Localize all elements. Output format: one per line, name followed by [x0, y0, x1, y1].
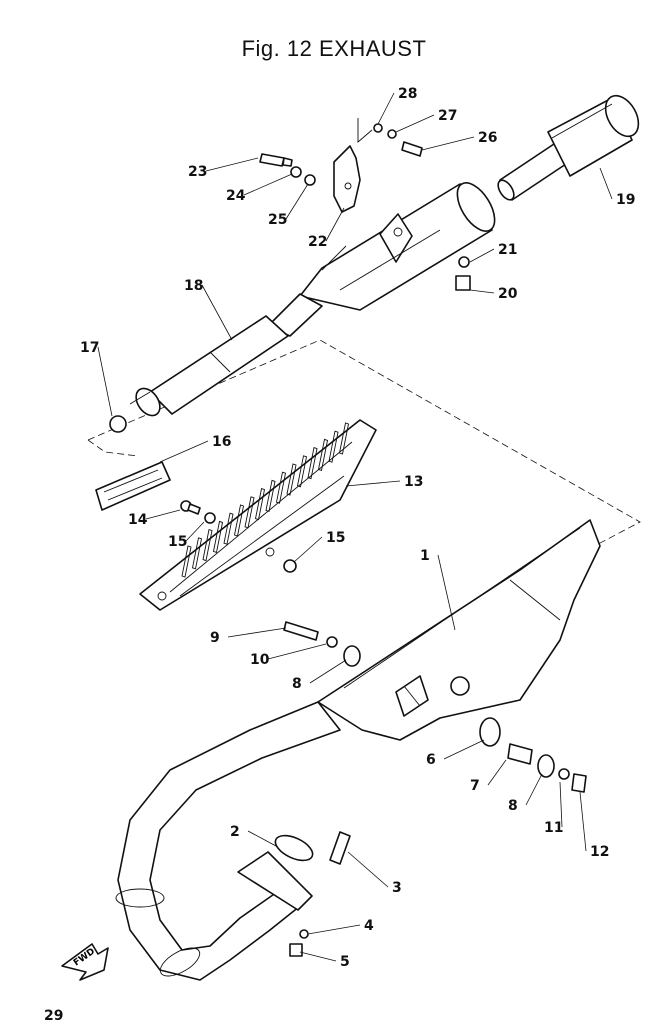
- muffler-18: [129, 182, 496, 417]
- callout-leader-21: [469, 248, 495, 263]
- callout-leader-8: [309, 659, 347, 684]
- heat-shield-slot: [296, 455, 308, 488]
- callout-number-5: 5: [340, 954, 350, 970]
- callout-leader-7: [487, 759, 507, 786]
- label-plate-16: [95, 461, 171, 511]
- callout-number-23: 23: [188, 164, 207, 180]
- callout-number-11: 11: [544, 820, 563, 836]
- heat-shield-slot: [275, 471, 287, 504]
- callout-number-18: 18: [184, 278, 203, 294]
- callout-number-8: 8: [508, 798, 518, 814]
- expansion-chamber-1: [317, 519, 601, 741]
- heat-shield-slot: [212, 520, 224, 553]
- callout-number-19: 19: [616, 192, 635, 208]
- callout-number-14: 14: [128, 512, 148, 528]
- tail-pipe-19: [497, 94, 640, 201]
- head-pipe: [115, 701, 341, 981]
- heat-shield-slot: [233, 504, 245, 537]
- bracket-22: [333, 118, 373, 213]
- heat-shield-slot: [286, 463, 297, 496]
- callout-leaders: [97, 92, 613, 962]
- callout-number-6: 6: [426, 752, 436, 768]
- callout-leader-5: [299, 951, 337, 962]
- callout-leader-4: [307, 924, 361, 935]
- hardware-23-28: [259, 123, 471, 291]
- heat-shield-slot: [307, 447, 318, 480]
- callout-number-7: 7: [470, 778, 480, 794]
- heat-shield-slot: [223, 512, 234, 545]
- callout-leader-1: [437, 554, 456, 631]
- callout-number-27: 27: [438, 108, 457, 124]
- callout-number-13: 13: [404, 474, 423, 490]
- callout-leader-8: [525, 773, 543, 806]
- callout-leader-22: [325, 207, 345, 242]
- callout-number-2: 2: [230, 824, 240, 840]
- callout-leader-2: [247, 830, 277, 847]
- callout-leader-15: [185, 521, 205, 542]
- callout-number-16: 16: [212, 434, 231, 450]
- callout-leader-9: [227, 627, 287, 638]
- heat-shield-slot: [202, 529, 213, 562]
- heat-shield-slot: [244, 496, 255, 529]
- callout-number-9: 9: [210, 630, 220, 646]
- page-number: 29: [44, 1008, 64, 1024]
- callout-leader-20: [469, 289, 495, 294]
- callout-leader-19: [599, 167, 613, 200]
- callout-number-20: 20: [498, 286, 518, 302]
- callout-leader-3: [347, 851, 389, 888]
- callout-number-15: 15: [168, 534, 187, 550]
- callout-number-26: 26: [478, 130, 497, 146]
- callout-number-1: 1: [420, 548, 430, 564]
- callout-number-12: 12: [590, 844, 609, 860]
- callout-number-15: 15: [326, 530, 345, 546]
- callout-number-25: 25: [268, 212, 287, 228]
- callout-leader-14: [145, 509, 181, 520]
- heat-shield-slot: [181, 545, 192, 578]
- callout-leader-18: [201, 284, 233, 341]
- figure-title: Fig. 12 EXHAUST: [241, 36, 427, 61]
- callout-leader-16: [159, 440, 209, 463]
- callout-leader-17: [97, 346, 113, 417]
- heat-shield-slot: [338, 422, 350, 455]
- callout-number-22: 22: [308, 234, 327, 250]
- callout-number-28: 28: [398, 86, 417, 102]
- heat-shield-slot: [265, 479, 276, 512]
- gasket-ring-17: [109, 415, 127, 433]
- callout-leader-13: [345, 480, 401, 487]
- callout-number-21: 21: [498, 242, 517, 258]
- callout-leader-28: [377, 92, 395, 125]
- callout-leader-25: [285, 183, 309, 220]
- callout-leader-12: [579, 791, 587, 852]
- callout-leader-26: [421, 136, 475, 151]
- callout-number-3: 3: [392, 880, 402, 896]
- callout-leader-15: [293, 536, 323, 563]
- callout-leader-11: [559, 781, 563, 828]
- callout-number-8: 8: [292, 676, 302, 692]
- callout-leader-10: [267, 643, 327, 660]
- fwd-arrow-icon: FWD: [61, 943, 109, 981]
- hardware-14-15: [180, 500, 297, 573]
- heat-shield-slot: [317, 438, 329, 471]
- callout-leader-23: [205, 157, 259, 172]
- heat-shield-13: [139, 419, 377, 611]
- callout-leader-6: [443, 739, 485, 760]
- heat-shield-slot: [254, 488, 266, 521]
- hardware-2-12: [274, 621, 587, 957]
- callout-number-17: 17: [80, 340, 99, 356]
- callout-leader-27: [395, 114, 435, 133]
- callout-leader-24: [243, 173, 293, 196]
- callout-number-24: 24: [226, 188, 246, 204]
- callout-number-10: 10: [250, 652, 270, 668]
- heat-shield-slot: [328, 430, 339, 463]
- callout-number-4: 4: [364, 918, 374, 934]
- heat-shield-slot: [191, 537, 203, 570]
